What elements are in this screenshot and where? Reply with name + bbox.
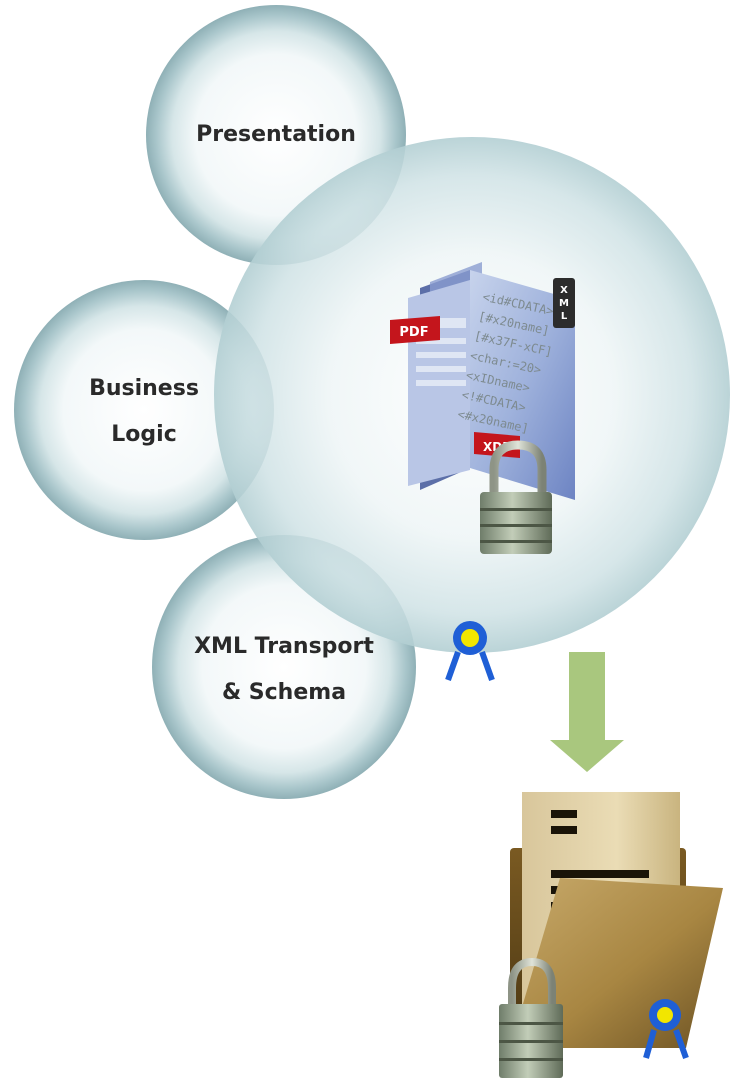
business-logic-circle bbox=[14, 280, 274, 540]
pdf-tag: PDF bbox=[390, 316, 440, 344]
arrow-down-icon bbox=[550, 652, 624, 772]
certificate-ribbon-icon bbox=[643, 999, 689, 1060]
xml-tag: X M L bbox=[553, 278, 575, 328]
certificate-ribbon-icon bbox=[445, 621, 495, 682]
xml-tag-letter: M bbox=[559, 298, 569, 309]
xml-tag-letter: L bbox=[561, 311, 568, 322]
pdf-tag-label: PDF bbox=[399, 325, 428, 340]
xml-transport-label-line: XML Transport bbox=[194, 634, 374, 659]
lock-icon bbox=[480, 440, 552, 554]
presentation-label: Presentation bbox=[176, 112, 376, 158]
xml-transport-label-line: & Schema bbox=[221, 680, 347, 705]
presentation-label-line: Presentation bbox=[196, 122, 356, 147]
business-logic-label-line: Business bbox=[89, 376, 199, 401]
business-logic-label: Business Logic bbox=[44, 366, 244, 458]
business-logic-label-line: Logic bbox=[111, 422, 177, 447]
xml-tag-letter: X bbox=[560, 285, 568, 296]
lock-icon bbox=[499, 957, 563, 1078]
xml-transport-label: XML Transport & Schema bbox=[174, 624, 394, 716]
